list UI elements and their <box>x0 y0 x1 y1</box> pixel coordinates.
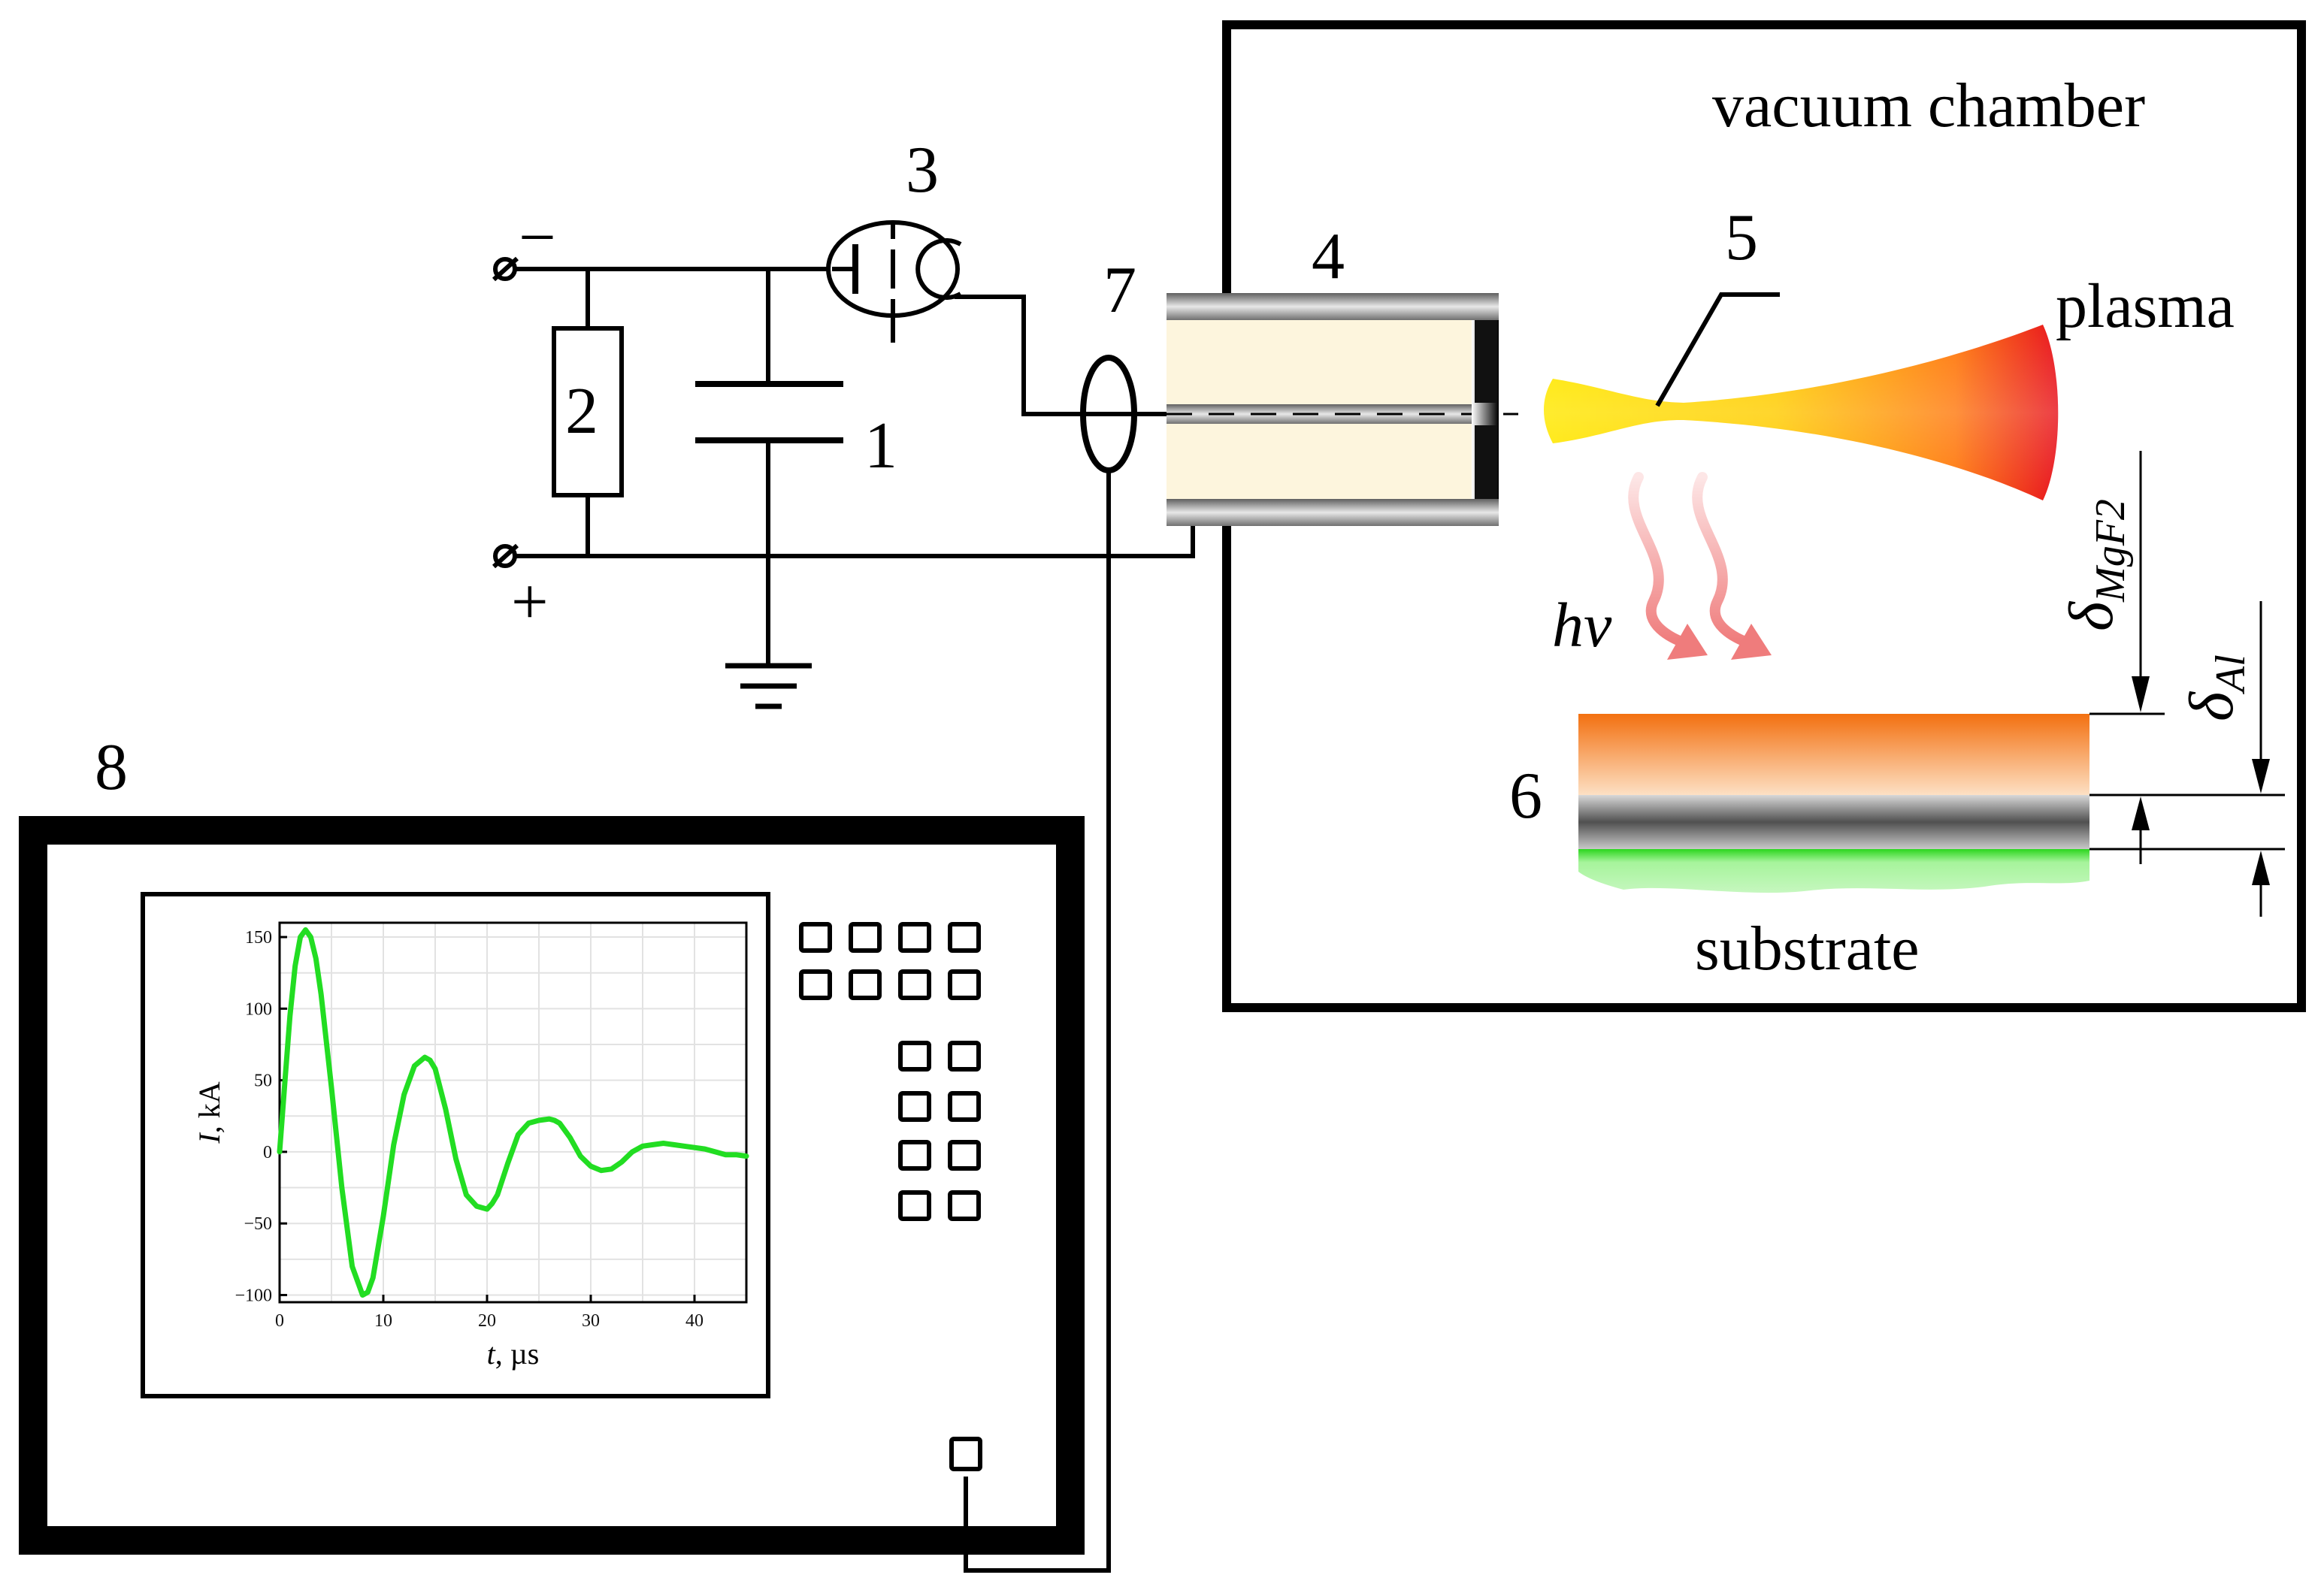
x-tick-label: 10 <box>374 1311 392 1331</box>
current-waveform-chart: 0 10 20 30 40 −100 −50 0 50 100 150 t, µs I, kA <box>192 921 749 1371</box>
oscilloscope-input-port[interactable] <box>949 1437 982 1471</box>
osc-key[interactable] <box>948 1190 981 1221</box>
y-tick-label: 0 <box>263 1143 272 1162</box>
plasma-label: plasma <box>2056 271 2235 341</box>
x-tick-label: 30 <box>582 1311 600 1331</box>
osc-key[interactable] <box>799 922 832 953</box>
osc-key[interactable] <box>849 922 882 953</box>
label-2-resistor: 2 <box>565 375 598 448</box>
x-tick-label: 0 <box>275 1311 284 1331</box>
osc-key[interactable] <box>849 969 882 1000</box>
osc-key[interactable] <box>898 922 931 953</box>
radiation-label: hv <box>1552 591 1612 660</box>
substrate-body <box>1578 849 2089 893</box>
osc-key[interactable] <box>898 1140 931 1171</box>
ground-icon <box>725 663 812 709</box>
label-6-target: 6 <box>1509 760 1542 833</box>
label-1-capacitor: 1 <box>864 410 897 482</box>
osc-key[interactable] <box>898 969 931 1000</box>
y-tick-label: 150 <box>245 928 272 948</box>
target-stack <box>1578 714 2089 893</box>
osc-key[interactable] <box>799 969 832 1000</box>
osc-key[interactable] <box>898 1091 931 1122</box>
substrate-label: substrate <box>1695 914 1920 984</box>
label-7-rogowski-coil: 7 <box>1103 254 1136 327</box>
osc-key[interactable] <box>898 1041 931 1072</box>
plasma-gun <box>1167 293 1518 526</box>
x-axis-label: t, µs <box>487 1337 540 1371</box>
x-tick-label: 40 <box>685 1311 704 1331</box>
minus-sign: − <box>519 201 556 274</box>
osc-key[interactable] <box>948 1041 981 1072</box>
discharge-circuit: − + 2 1 <box>492 134 1195 709</box>
osc-key[interactable] <box>948 1140 981 1171</box>
radiation-arrows-icon <box>1628 472 1772 660</box>
vacuum-chamber-label: vacuum chamber <box>1712 71 2145 141</box>
y-axis-label: I, kA <box>192 1081 226 1144</box>
oscilloscope-keypad <box>799 922 981 1221</box>
y-tick-label: −100 <box>235 1286 272 1305</box>
osc-key[interactable] <box>948 922 981 953</box>
spark-gap <box>826 220 962 343</box>
aluminium-layer <box>1578 795 2089 849</box>
oscilloscope-frame <box>19 816 1085 1555</box>
delta-al-label: δAl <box>2177 654 2254 721</box>
y-tick-label: −50 <box>244 1214 272 1234</box>
current-series-line <box>277 927 749 1298</box>
y-tick-label: 50 <box>254 1072 272 1091</box>
osc-key[interactable] <box>948 1091 981 1122</box>
x-tick-label: 20 <box>478 1311 496 1331</box>
label-8-oscilloscope: 8 <box>95 731 128 804</box>
delta-mgf2-label: δMgF2 <box>2056 499 2134 631</box>
label-5-plasma-jet: 5 <box>1725 201 1758 274</box>
label-4-plasma-gun: 4 <box>1312 220 1345 293</box>
y-tick-label: 100 <box>245 999 272 1019</box>
mgf2-layer <box>1578 714 2089 795</box>
osc-key[interactable] <box>898 1190 931 1221</box>
plot-frame <box>278 921 748 1304</box>
osc-key[interactable] <box>948 969 981 1000</box>
thickness-dimensions <box>2089 451 2285 917</box>
label-3-spark-gap: 3 <box>906 134 939 207</box>
plus-sign: + <box>511 566 549 639</box>
